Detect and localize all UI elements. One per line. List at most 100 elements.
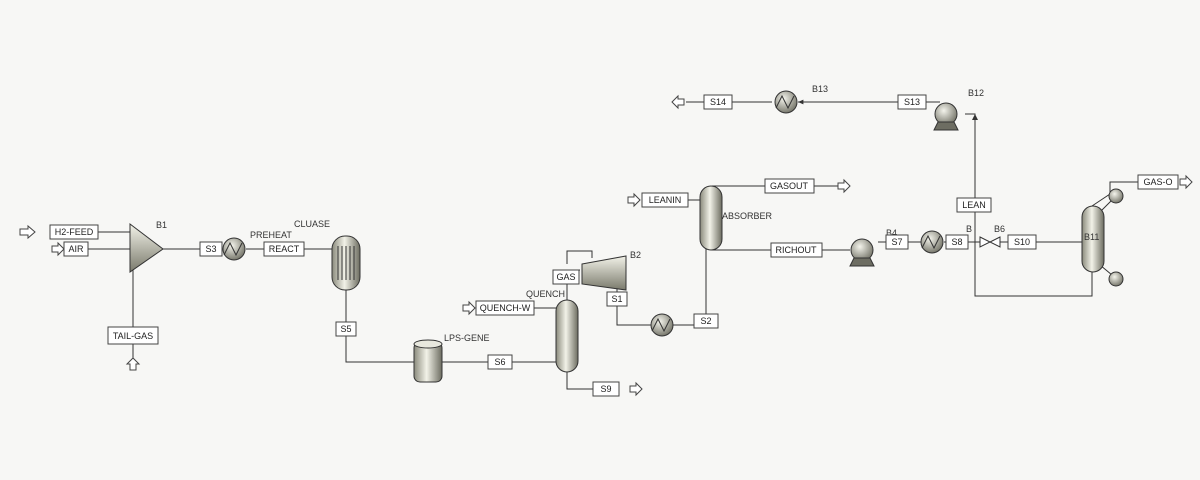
preheat-label: PREHEAT [250,230,292,240]
stream-box [475,300,535,316]
stream-label: GAS [556,272,575,282]
stream-box [199,241,223,257]
b1-mixer[interactable]: B1 [129,220,167,273]
stream-lean[interactable]: LEAN [956,197,992,213]
b2-label: B2 [630,250,641,260]
stream-gas[interactable]: GAS [552,269,580,285]
cooler[interactable] [650,313,674,337]
b1-label: B1 [156,220,167,230]
condenser-icon [1108,188,1124,204]
cluase-reactor[interactable]: CLUASE [294,219,361,291]
stream-label: S10 [1014,237,1030,247]
stream-h2-feed[interactable]: H2-FEED [49,224,99,240]
stream-air[interactable]: AIR [63,241,89,257]
stream-label: S7 [891,237,902,247]
preheat-heater[interactable]: PREHEAT [222,230,292,261]
quench-column[interactable]: QUENCH [526,289,579,373]
stream-box [1007,234,1037,250]
stream-s3[interactable]: S3 [199,241,223,257]
stream-leanin[interactable]: LEANIN [641,192,689,208]
drum-top [413,339,443,349]
b13-zigzag [775,94,795,110]
gaso-arrow-icon [1179,174,1193,190]
pump-base [849,257,875,267]
stream-label: GASOUT [770,181,809,191]
line-cooler-absorber [673,248,707,326]
stripper-vessel-icon [1081,205,1105,273]
gasout-arrow-icon [837,178,851,194]
stream-box [885,234,909,250]
quenchw-arrow-icon [462,300,476,316]
hx-zigzag [921,234,941,250]
cooler-icon [774,90,798,114]
stream-gasout[interactable]: GASOUT [764,178,815,194]
stream-box [606,291,628,307]
stream-label: H2-FEED [55,227,94,237]
stream-richout[interactable]: RICHOUT [770,242,823,258]
stream-label: S9 [600,384,611,394]
stream-box [764,178,815,194]
stream-box [107,326,159,345]
stream-box [1137,174,1179,190]
stream-label: S13 [904,97,920,107]
stream-box [552,269,580,285]
b2-compressor[interactable]: B2 [581,250,641,291]
stream-box [703,94,733,110]
stream-react[interactable]: REACT [263,241,305,257]
stream-gas-o[interactable]: GAS-O [1137,174,1179,190]
stream-s9[interactable]: S9 [592,381,620,397]
lps-gene-drum[interactable]: LPS-GENE [413,333,490,383]
b4-label: B4 [886,228,897,238]
stream-s5[interactable]: S5 [335,321,357,337]
b4-pump[interactable]: B4 [849,228,897,267]
stream-label: GAS-O [1143,177,1172,187]
stream-quench-w[interactable]: QUENCH-W [475,300,535,316]
absorber-column[interactable]: ABSORBER [699,185,773,251]
compressor-icon [581,255,627,291]
stream-s14[interactable]: S14 [703,94,733,110]
b13-cooler[interactable]: B13 [774,84,828,114]
stream-box [897,94,927,110]
absorber-vessel-icon [699,185,723,251]
stream-box [693,313,719,329]
stream-labels: H2-FEED AIR TAIL-GAS S3 REACT S5 S6 QUE [49,94,1179,397]
mixer-icon [129,222,164,273]
stream-box [770,242,823,258]
stream-label: LEAN [962,200,986,210]
hx-icon [920,230,944,254]
stream-s6[interactable]: S6 [487,354,513,370]
b12-pump[interactable]: B12 [933,88,984,131]
stream-s10[interactable]: S10 [1007,234,1037,250]
stream-s1[interactable]: S1 [606,291,628,307]
stream-s8[interactable]: S8 [945,234,969,250]
quench-label: QUENCH [526,289,565,299]
b6-valve[interactable]: B6 [979,224,1005,248]
line-b11-gaso [1091,181,1138,207]
stream-label: S14 [710,97,726,107]
stream-s2[interactable]: S2 [693,313,719,329]
heater-zigzag-icon [223,241,243,257]
heat-exchanger-icon [222,237,246,261]
valve-half [988,236,1001,248]
line-quench-s9 [566,372,593,390]
s14-arrow-icon [671,94,685,110]
b12-label: B12 [968,88,984,98]
stream-box [63,241,89,257]
b-heat-exchanger[interactable]: B [920,224,972,254]
stream-label: AIR [68,244,84,254]
lps-gene-label: LPS-GENE [444,333,490,343]
stream-s13[interactable]: S13 [897,94,927,110]
column-vessel-icon [555,299,579,373]
stream-label: QUENCH-W [480,303,531,313]
b11-stripper[interactable]: B11 [1081,188,1124,287]
stream-label: REACT [269,244,300,254]
stream-box [945,234,969,250]
tailgas-arrow-icon [125,357,141,371]
stream-label: TAIL-GAS [113,331,153,341]
stream-s7[interactable]: S7 [885,234,909,250]
stream-label: S2 [700,316,711,326]
b13-label: B13 [812,84,828,94]
stream-tail-gas[interactable]: TAIL-GAS [107,326,159,345]
